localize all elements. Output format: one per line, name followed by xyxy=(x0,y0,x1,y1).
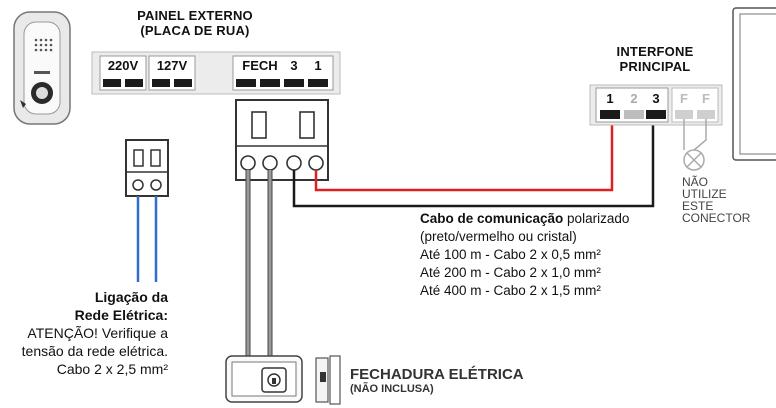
warning-line4: CONECTOR xyxy=(682,211,751,225)
painel-title: PAINEL EXTERNO (PLACA DE RUA) xyxy=(120,8,270,38)
cabo-line3: Até 100 m - Cabo 2 x 0,5 mm² xyxy=(420,247,601,262)
black-communication-wire xyxy=(292,116,655,208)
ligacao-rede-note: Ligação da Rede Elétrica: ATENÇÃO! Verif… xyxy=(0,288,168,378)
ligacao-line4: tensão da rede elétrica. xyxy=(21,343,168,359)
interfone-terminal-f1: F xyxy=(680,91,688,106)
warning-line2: UTILIZE xyxy=(682,187,727,201)
fechadura-label: FECHADURA ELÉTRICA (NÃO INCLUSA) xyxy=(350,366,570,395)
interfone-terminal-1: 1 xyxy=(606,91,614,106)
lock-wires xyxy=(246,170,272,362)
power-connector-block xyxy=(125,139,169,197)
cabo-title-rest: polarizado xyxy=(563,211,630,226)
fechadura-line1: FECHADURA ELÉTRICA xyxy=(350,366,524,383)
interfone-title: INTERFONE PRINCIPAL xyxy=(600,44,710,74)
door-panel-device-icon xyxy=(13,11,71,125)
unused-connector xyxy=(683,119,707,171)
interfone-device-icon xyxy=(732,7,776,161)
red-communication-wire xyxy=(314,116,614,192)
warning-line3: ESTE xyxy=(682,199,714,213)
terminal-fech: FECH xyxy=(242,58,278,73)
cabo-line2: (preto/vermelho ou cristal) xyxy=(420,229,577,244)
cabo-comunicacao-note: Cabo de comunicação polarizado (preto/ve… xyxy=(420,210,680,300)
ligacao-line5: Cabo 2 x 2,5 mm² xyxy=(56,361,168,377)
terminal-3: 3 xyxy=(290,58,298,73)
ligacao-line2: Rede Elétrica: xyxy=(74,307,168,323)
unused-connector-warning: NÃO UTILIZE ESTE CONECTOR xyxy=(682,176,762,224)
interfone-title-line2: PRINCIPAL xyxy=(619,59,691,74)
cabo-title: Cabo de comunicação polarizado xyxy=(420,210,680,228)
terminal-220v: 220V xyxy=(107,58,139,73)
interfone-terminal-strip xyxy=(589,84,723,126)
interfone-title-line1: INTERFONE xyxy=(616,44,694,59)
interfone-terminal-3: 3 xyxy=(652,91,660,106)
interfone-terminal-2: 2 xyxy=(630,91,638,106)
painel-terminal-strip xyxy=(91,51,341,95)
terminal-127v: 127V xyxy=(156,58,188,73)
cabo-line5: Até 400 m - Cabo 2 x 1,5 mm² xyxy=(420,283,601,298)
terminal-1: 1 xyxy=(314,58,322,73)
fechadura-line2: (NÃO INCLUSA) xyxy=(350,383,434,395)
ligacao-line3: ATENÇÃO! Verifique a xyxy=(27,325,168,341)
interfone-terminal-f2: F xyxy=(702,91,710,106)
cabo-title-bold: Cabo de comunicação xyxy=(420,211,564,226)
painel-connector-block xyxy=(235,99,329,181)
warning-line1: NÃO xyxy=(682,175,709,189)
cabo-line4: Até 200 m - Cabo 2 x 1,0 mm² xyxy=(420,265,601,280)
painel-title-line1: PAINEL EXTERNO xyxy=(137,8,253,23)
power-wires xyxy=(136,196,158,282)
painel-title-line2: (PLACA DE RUA) xyxy=(140,23,250,38)
electric-lock-icon xyxy=(225,355,341,405)
ligacao-line1: Ligação da xyxy=(94,289,168,305)
